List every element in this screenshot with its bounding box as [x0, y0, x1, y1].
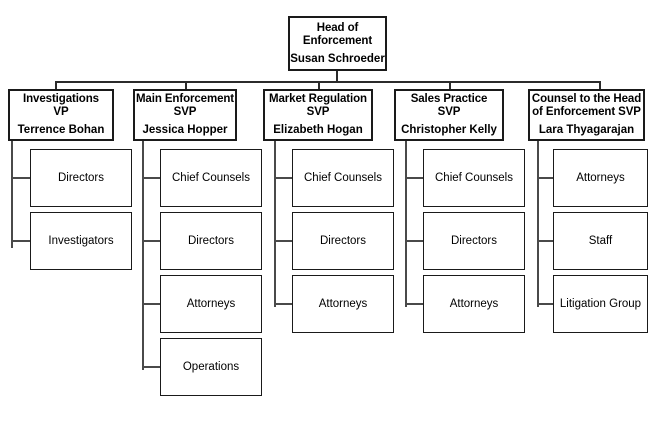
leaf-investigations-0[interactable]: Directors: [30, 149, 132, 207]
connector-bus-drop-market-regulation: [318, 81, 320, 89]
connector-bus-drop-main-enforcement: [185, 81, 187, 89]
connector-stub-sales-practice-0: [405, 177, 424, 179]
node-title-line2: VP: [53, 106, 69, 118]
connector-bus-drop-counsel: [599, 81, 601, 89]
node-title-line2: of Enforcement SVP: [532, 106, 641, 118]
leaf-market-regulation-1[interactable]: Directors: [292, 212, 394, 270]
connector-stub-main-enforcement-2: [142, 303, 161, 305]
connector-bus-drop-sales-practice: [449, 81, 451, 89]
connector-stub-sales-practice-2: [405, 303, 424, 305]
connector-stub-counsel-to-head-1: [537, 240, 554, 242]
leaf-counsel-to-head-2[interactable]: Litigation Group: [553, 275, 648, 333]
node-market-regulation[interactable]: Market Regulation SVP Elizabeth Hogan: [263, 89, 373, 141]
node-title-line1: Investigations: [23, 93, 99, 105]
leaf-main-enforcement-3[interactable]: Operations: [160, 338, 262, 396]
node-title-line1: Counsel to the Head: [531, 93, 642, 105]
connector-stub-market-regulation-1: [274, 240, 293, 242]
node-person-name: Jessica Hopper: [142, 124, 228, 136]
connector-stub-market-regulation-0: [274, 177, 293, 179]
leaf-main-enforcement-0[interactable]: Chief Counsels: [160, 149, 262, 207]
connector-stub-investigations-0: [11, 177, 31, 179]
node-person-name: Lara Thyagarajan: [538, 124, 635, 136]
leaf-sales-practice-0[interactable]: Chief Counsels: [423, 149, 525, 207]
connector-spine-sales-practice: [405, 141, 407, 307]
node-title-line2: SVP: [437, 106, 461, 118]
node-investigations[interactable]: Investigations VP Terrence Bohan: [8, 89, 114, 141]
connector-horizontal-bus: [55, 81, 600, 83]
connector-spine-investigations: [11, 141, 13, 248]
node-head-of-enforcement[interactable]: Head of Enforcement Susan Schroeder: [288, 16, 387, 71]
connector-stub-main-enforcement-1: [142, 240, 161, 242]
connector-stub-investigations-1: [11, 240, 31, 242]
connector-stub-market-regulation-2: [274, 303, 293, 305]
leaf-sales-practice-2[interactable]: Attorneys: [423, 275, 525, 333]
node-person-name: Elizabeth Hogan: [273, 124, 363, 136]
connector-spine-main-enforcement: [142, 141, 144, 370]
connector-stub-main-enforcement-0: [142, 177, 161, 179]
node-title-line2: SVP: [173, 106, 197, 118]
connector-spine-counsel-to-head: [537, 141, 539, 307]
node-person-name: Christopher Kelly: [401, 124, 497, 136]
leaf-investigations-1[interactable]: Investigators: [30, 212, 132, 270]
node-person-name: Susan Schroeder: [290, 52, 385, 65]
node-title-line2: Enforcement: [302, 34, 373, 47]
node-counsel-to-head[interactable]: Counsel to the Head of Enforcement SVP L…: [528, 89, 645, 141]
node-person-name: Terrence Bohan: [17, 124, 105, 136]
node-main-enforcement[interactable]: Main Enforcement SVP Jessica Hopper: [133, 89, 237, 141]
connector-stub-main-enforcement-3: [142, 366, 161, 368]
leaf-market-regulation-0[interactable]: Chief Counsels: [292, 149, 394, 207]
leaf-sales-practice-1[interactable]: Directors: [423, 212, 525, 270]
node-title-line1: Market Regulation: [269, 93, 367, 105]
connector-stub-sales-practice-1: [405, 240, 424, 242]
node-sales-practice[interactable]: Sales Practice SVP Christopher Kelly: [394, 89, 504, 141]
node-title-line1: Sales Practice: [410, 93, 488, 105]
connector-stub-counsel-to-head-2: [537, 303, 554, 305]
connector-root-drop: [336, 70, 338, 82]
leaf-counsel-to-head-0[interactable]: Attorneys: [553, 149, 648, 207]
leaf-main-enforcement-1[interactable]: Directors: [160, 212, 262, 270]
node-title-line1: Main Enforcement: [135, 93, 235, 105]
leaf-counsel-to-head-1[interactable]: Staff: [553, 212, 648, 270]
connector-bus-drop-investigations: [55, 81, 57, 89]
node-title-line1: Head of: [316, 21, 359, 34]
leaf-main-enforcement-2[interactable]: Attorneys: [160, 275, 262, 333]
connector-stub-counsel-to-head-0: [537, 177, 554, 179]
node-title-line2: SVP: [306, 106, 330, 118]
leaf-market-regulation-2[interactable]: Attorneys: [292, 275, 394, 333]
connector-spine-market-regulation: [274, 141, 276, 307]
